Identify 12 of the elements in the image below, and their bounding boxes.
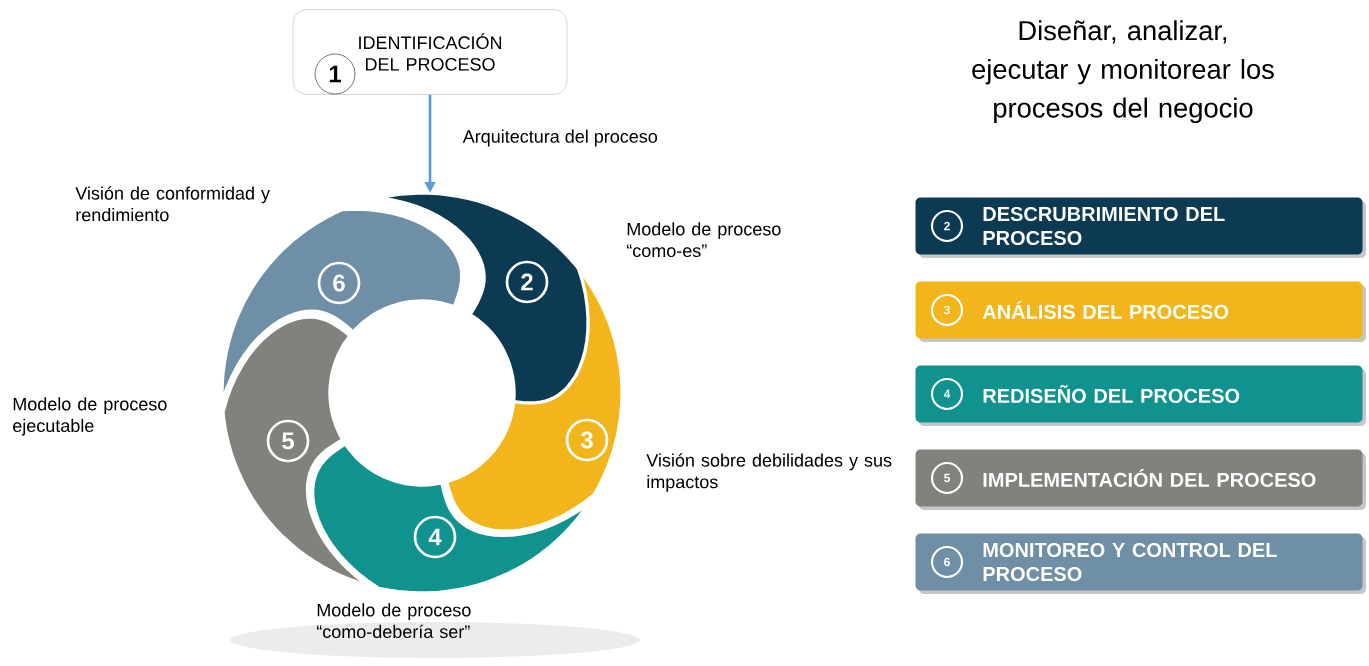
phase-box: 6 MONITOREO Y CONTROL DEL PROCESO [915, 533, 1366, 594]
stage-label: Modelo de proceso “como-es” [626, 222, 781, 258]
phase-box: 5 IMPLEMENTACIÓN DEL PROCESO [915, 449, 1366, 510]
phase-box: 3 ANÁLISIS DEL PROCESO [915, 281, 1366, 342]
stage-label: Modelo de proceso ejecutable [13, 397, 167, 436]
title: Diseñar, analizar, ejecutar y monitorear los procesos del negocio [972, 20, 1274, 124]
stage-label: Visión de conformidad y rendimiento [75, 186, 270, 222]
stage-label: Modelo de proceso “como-debería ser” [316, 603, 471, 639]
phase-box: 2 DESCRUBRIMIENTO DEL PROCESO [915, 197, 1366, 258]
edge-label: Arquitectura del proceso [462, 129, 658, 147]
stage-label: Visión sobre debilidades y sus impactos [646, 453, 892, 492]
phase-box: 4 REDISEÑO DEL PROCESO [915, 365, 1366, 426]
